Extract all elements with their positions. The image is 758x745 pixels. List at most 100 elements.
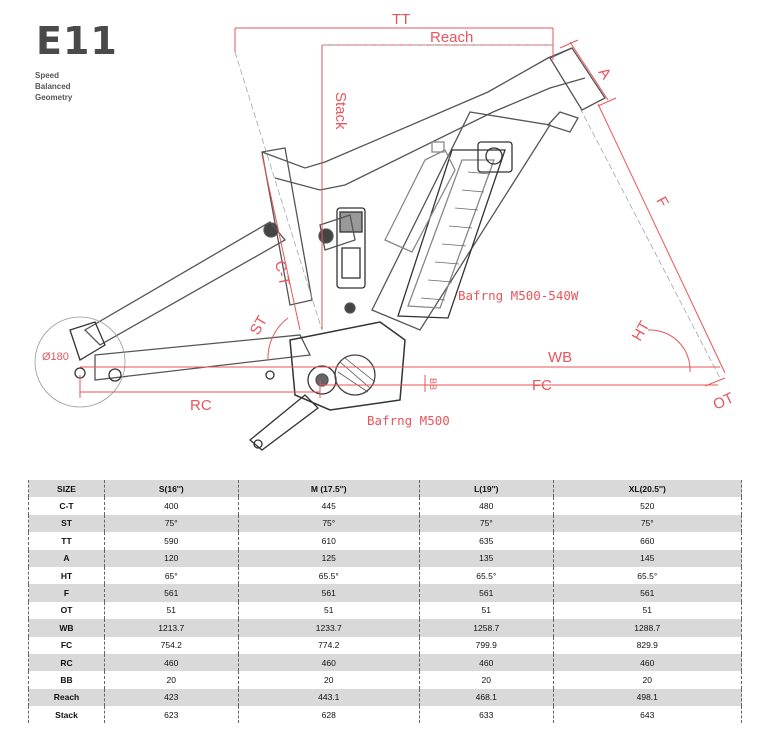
row-label: HT <box>28 566 105 585</box>
label-a: A <box>595 65 615 83</box>
table-cell: 1233.7 <box>237 619 421 637</box>
table-cell: 65° <box>104 566 239 585</box>
table-cell: 635 <box>419 532 554 550</box>
row-label: OT <box>28 601 105 620</box>
guide-lines <box>234 44 721 379</box>
table-cell: 20 <box>419 671 554 689</box>
model-subtitle: Speed Balanced Geometry <box>35 70 72 103</box>
table-header: S(16'') <box>104 480 239 498</box>
table-header: XL(20.5'') <box>552 480 743 498</box>
table-cell: 75° <box>552 514 743 533</box>
dimension-lines <box>79 27 726 398</box>
label-wb: WB <box>548 349 572 366</box>
table-cell: 774.2 <box>237 636 421 654</box>
table-cell: 20 <box>237 671 421 689</box>
row-label: BB <box>28 671 105 689</box>
subtitle-line: Balanced <box>35 82 71 91</box>
table-cell: 51 <box>237 601 421 620</box>
table-cell: 799.9 <box>419 636 554 654</box>
table-cell: 561 <box>104 584 239 602</box>
geometry-table: SIZE S(16'') M (17.5'') L(19'') XL(20.5'… <box>28 480 743 724</box>
table-cell: 445 <box>237 497 421 515</box>
row-label: TT <box>28 532 105 550</box>
table-cell: 65.5° <box>552 566 743 585</box>
table-cell: 135 <box>419 549 554 567</box>
table-cell: 623 <box>104 706 239 724</box>
label-battery: Bafrng M500-540W <box>458 288 579 303</box>
table-header: M (17.5'') <box>237 480 421 498</box>
label-bb: BB <box>428 378 438 390</box>
row-label: C-T <box>28 497 105 515</box>
table-cell: 460 <box>552 653 743 672</box>
row-label: Reach <box>28 688 105 707</box>
bike-frame <box>34 47 606 451</box>
table-cell: 75° <box>104 514 239 533</box>
table-cell: 460 <box>237 653 421 672</box>
label-st: ST <box>247 313 271 338</box>
label-stack: Stack <box>332 92 349 130</box>
table-header: L(19'') <box>419 480 554 498</box>
label-reach: Reach <box>430 29 473 46</box>
table-cell: 51 <box>104 601 239 620</box>
table-cell: 460 <box>104 653 239 672</box>
table-cell: 51 <box>552 601 743 620</box>
row-label: A <box>28 549 105 567</box>
table-cell: 460 <box>419 653 554 672</box>
table-cell: 754.2 <box>104 636 239 654</box>
table-cell: 1258.7 <box>419 619 554 637</box>
table-header: SIZE <box>28 480 105 498</box>
row-label: Stack <box>28 706 105 724</box>
table-cell: 660 <box>552 532 743 550</box>
row-label: FC <box>28 636 105 654</box>
label-rc: RC <box>190 397 212 414</box>
table-cell: 145 <box>552 549 743 567</box>
table-cell: 75° <box>419 514 554 533</box>
table-cell: 65.5° <box>237 566 421 585</box>
table-cell: 468.1 <box>419 688 554 707</box>
table-cell: 400 <box>104 497 239 515</box>
table-cell: 20 <box>552 671 743 689</box>
table-cell: 480 <box>419 497 554 515</box>
table-header-row: SIZE S(16'') M (17.5'') L(19'') XL(20.5'… <box>28 480 743 498</box>
table-cell: 443.1 <box>237 688 421 707</box>
table-cell: 51 <box>419 601 554 620</box>
table-cell: 20 <box>104 671 239 689</box>
table-cell: 423 <box>104 688 239 707</box>
table-cell: 125 <box>237 549 421 567</box>
label-dropout: Ø180 <box>42 351 69 363</box>
subtitle-line: Geometry <box>35 93 73 102</box>
table-cell: 829.9 <box>552 636 743 654</box>
label-ot: OT <box>711 389 737 413</box>
table-cell: 610 <box>237 532 421 550</box>
subtitle-line: Speed <box>35 71 60 80</box>
label-ht: HT <box>629 318 654 344</box>
frame-geometry-diagram: TT Reach Stack A F HT OT WB FC RC BB ST … <box>34 11 737 451</box>
label-f: F <box>652 194 671 210</box>
label-ct: C-T <box>271 259 293 287</box>
table-cell: 498.1 <box>552 688 743 707</box>
table-cell: 520 <box>552 497 743 515</box>
table-cell: 633 <box>419 706 554 724</box>
model-title: E11 <box>36 19 118 63</box>
table-cell: 1213.7 <box>104 619 239 637</box>
row-label: ST <box>28 514 105 533</box>
row-label: WB <box>28 619 105 637</box>
table-cell: 590 <box>104 532 239 550</box>
table-cell: 75° <box>237 514 421 533</box>
label-motor: Bafrng M500 <box>367 413 450 428</box>
table-cell: 628 <box>237 706 421 724</box>
row-label: RC <box>28 653 105 672</box>
table-cell: 643 <box>552 706 743 724</box>
table-cell: 65.5° <box>419 566 554 585</box>
